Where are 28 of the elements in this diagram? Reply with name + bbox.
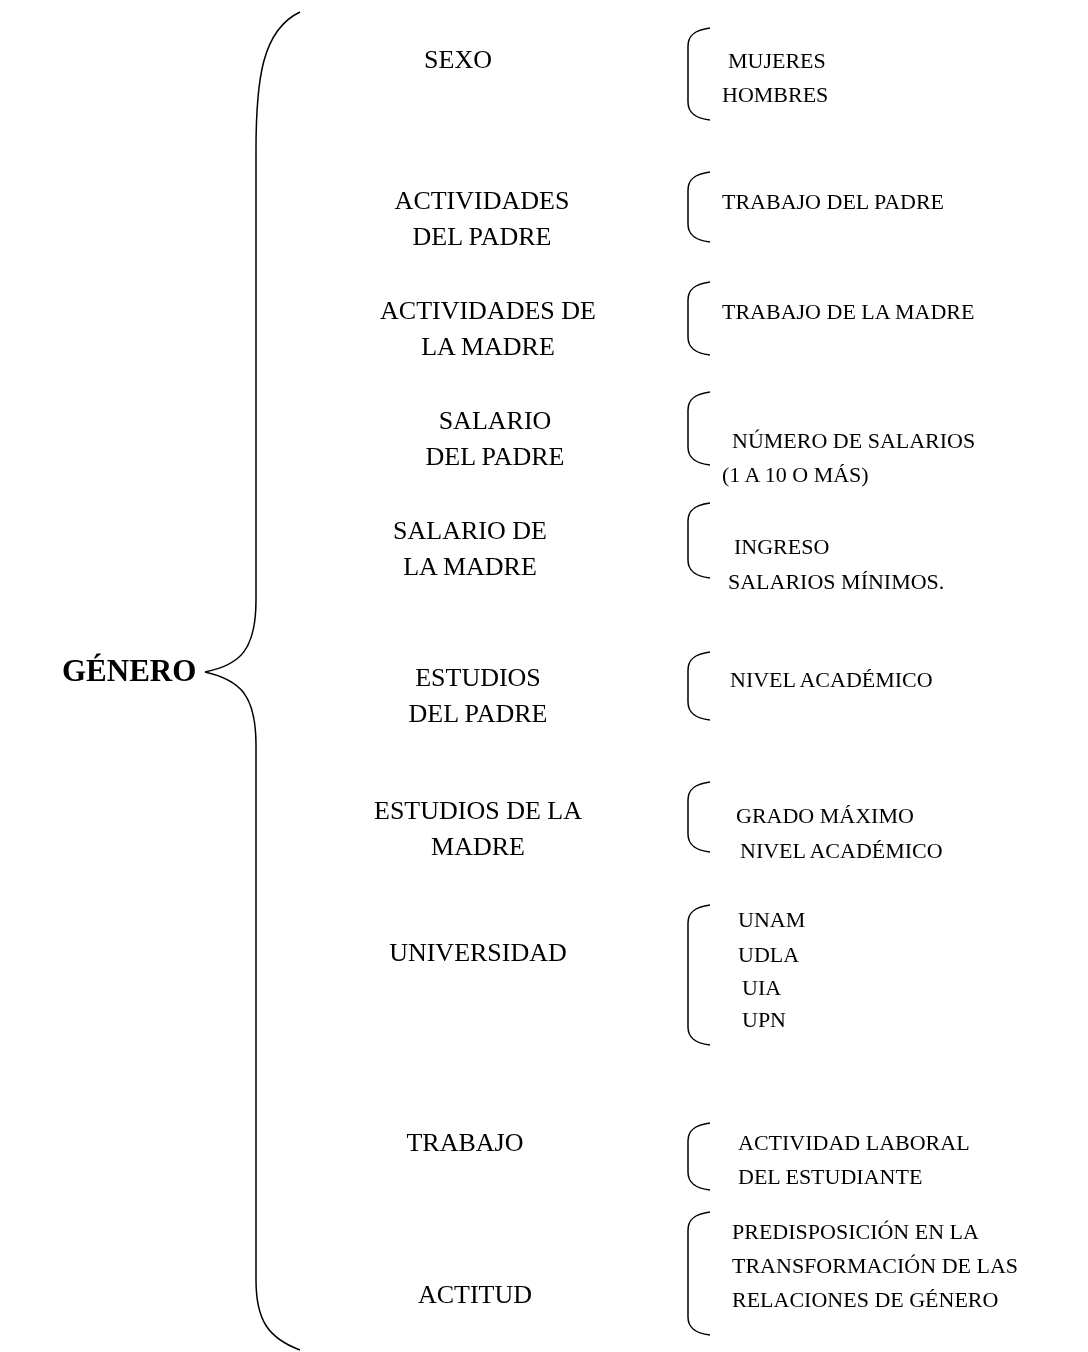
root-concept: GÉNERO xyxy=(62,653,198,689)
item-text: TRABAJO DE LA MADRE xyxy=(722,298,976,326)
category-label: ESTUDIOS DEL PADRE xyxy=(407,662,549,730)
item-text: SALARIOS MÍNIMOS. xyxy=(728,568,946,596)
item-text: UNAM xyxy=(738,906,807,934)
category-label: ACTIVIDADES DE LA MADRE xyxy=(379,295,597,363)
item-text: UIA xyxy=(742,974,783,1002)
item-text: GRADO MÁXIMO xyxy=(736,802,915,830)
item-text: NIVEL ACADÉMICO xyxy=(730,666,934,694)
item-text: PREDISPOSICIÓN EN LA TRANSFORMACIÓN DE LAS RELACIONES DE GÉNERO xyxy=(732,1218,1020,1314)
category-label: UNIVERSIDAD xyxy=(388,937,568,969)
category-label: ESTUDIOS DE LA MADRE xyxy=(373,795,583,863)
item-text: INGRESO xyxy=(734,533,831,561)
item-text: (1 A 10 O MÁS) xyxy=(722,461,870,489)
item-text: HOMBRES xyxy=(722,81,830,109)
category-label: ACTITUD xyxy=(416,1279,534,1311)
category-label: SALARIO DE LA MADRE xyxy=(392,515,548,583)
item-text: ACTIVIDAD LABORAL DEL ESTUDIANTE xyxy=(738,1129,970,1191)
item-text: UDLA xyxy=(738,941,801,969)
item-text: NIVEL ACADÉMICO xyxy=(740,837,944,865)
item-text: TRABAJO DEL PADRE xyxy=(722,188,946,216)
item-text: UPN xyxy=(742,1006,787,1034)
category-label: SALARIO DEL PADRE xyxy=(424,405,566,473)
item-text: NÚMERO DE SALARIOS xyxy=(732,427,977,455)
item-text: MUJERES xyxy=(728,47,827,75)
category-label: SEXO xyxy=(423,44,493,76)
category-label: TRABAJO xyxy=(405,1127,525,1159)
category-label: ACTIVIDADES DEL PADRE xyxy=(393,185,571,253)
